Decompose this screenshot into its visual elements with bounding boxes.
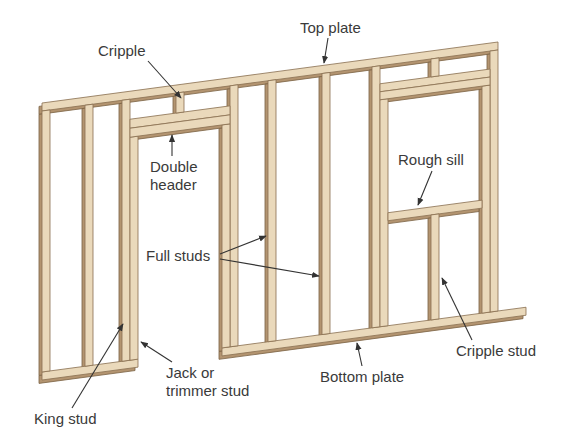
part-label: Full studs: [146, 247, 210, 265]
part-label: Rough sill: [398, 151, 464, 169]
leader-line: [141, 342, 172, 362]
leader-line: [72, 324, 123, 408]
part-label: Bottom plate: [320, 368, 404, 386]
leader-line: [220, 236, 266, 254]
leader-line: [418, 171, 432, 205]
leader-line: [220, 259, 319, 276]
leader-line: [442, 278, 472, 340]
wall-frame: [39, 38, 526, 383]
leader-line: [171, 135, 172, 156]
part-label: Jack or trimmer stud: [166, 364, 262, 400]
part-label: Cripple: [98, 42, 146, 60]
part-label: Top plate: [300, 19, 361, 37]
leader-line: [324, 38, 328, 63]
frame-front-faces: [42, 38, 526, 380]
leader-lines: [72, 38, 472, 408]
part-label: King stud: [34, 410, 97, 428]
part-label: Cripple stud: [456, 342, 536, 360]
leader-line: [357, 343, 362, 366]
leader-line: [148, 61, 181, 98]
part-label: Double header: [150, 158, 212, 194]
